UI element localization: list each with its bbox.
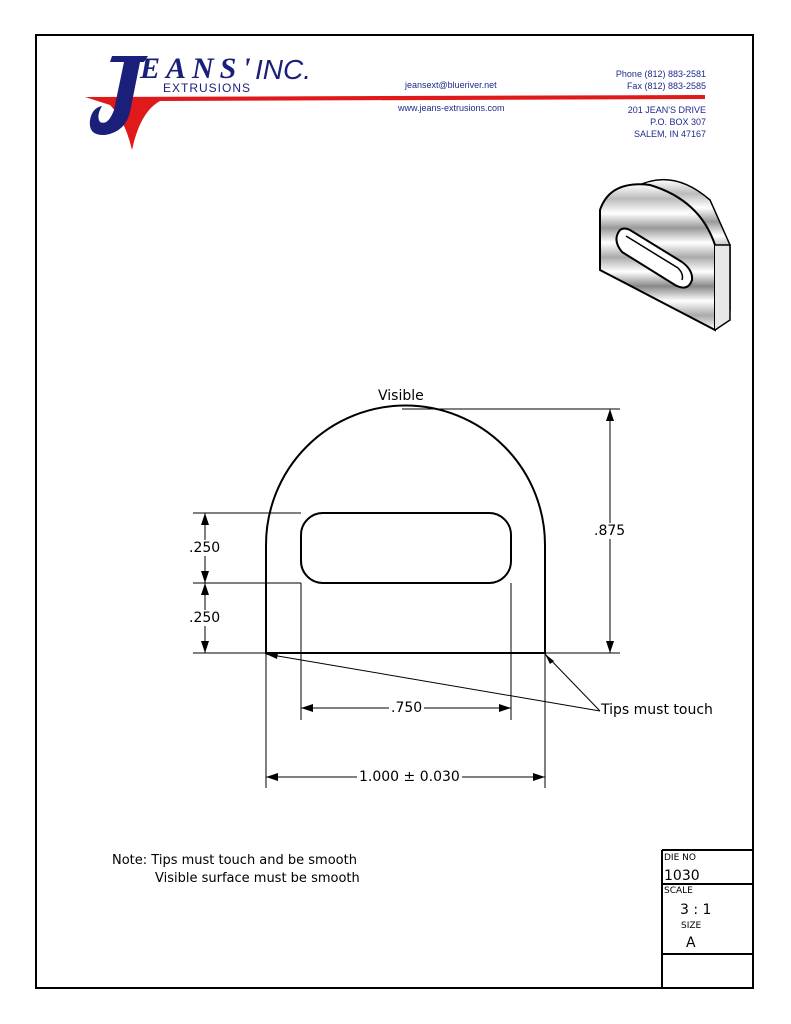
arrow-tips-left	[266, 653, 278, 659]
address-line1: 201 JEAN'S DRIVE	[627, 105, 706, 115]
leader-tips-right	[544, 653, 601, 712]
company-logo	[85, 56, 705, 150]
leader-tips-left	[265, 653, 601, 712]
logo-j-letter	[89, 56, 148, 136]
note-line2: Visible surface must be smooth	[155, 871, 360, 886]
arrow-height-bottom	[606, 641, 614, 653]
brand-name: EANS'	[140, 52, 257, 85]
arrow-slot-width-left	[301, 704, 313, 712]
address-line2: P.O. BOX 307	[650, 117, 706, 127]
note-line1: Note: Tips must touch and be smooth	[112, 853, 357, 868]
size-value: A	[686, 935, 696, 951]
address-line3: SALEM, IN 47167	[633, 129, 706, 139]
drawing-note: Note: Tips must touch and be smooth Visi…	[112, 852, 360, 888]
email-address[interactable]: jeansext@blueriver.net	[405, 80, 497, 90]
arrow-width-left	[266, 773, 278, 781]
size-label: SIZE	[681, 921, 702, 931]
arrow-height-top	[606, 409, 614, 421]
arrow-slot-width-right	[499, 704, 511, 712]
die-no-label: DIE NO	[664, 853, 696, 863]
tips-label: Tips must touch	[601, 702, 713, 718]
dim-slot-height-label: .250	[189, 540, 221, 556]
scale-value: 3 : 1	[680, 902, 712, 918]
dim-slot-width-label: .750	[389, 700, 425, 716]
arrow-slot-offset-bottom	[201, 641, 209, 653]
mailing-address: 201 JEAN'S DRIVE P.O. BOX 307 SALEM, IN …	[560, 104, 706, 140]
iso-slot	[615, 227, 694, 289]
drawing-border	[35, 34, 754, 989]
arrow-slot-offset-top	[201, 583, 209, 595]
iso-slot-inner	[625, 235, 684, 281]
dim-slot-offset-label: .250	[189, 610, 221, 626]
logo-red-swoosh	[85, 95, 705, 150]
visible-label: Visible	[378, 388, 424, 404]
dim-width-label: 1.000 ± 0.030	[357, 769, 462, 785]
dim-height-label: .875	[594, 523, 626, 539]
isometric-view	[599, 178, 731, 332]
fax-number: Fax (812) 883-2585	[626, 81, 706, 91]
iso-top-edge	[714, 244, 731, 331]
website-link[interactable]: www.jeans-extrusions.com	[398, 103, 505, 113]
arrow-slot-height-top	[201, 513, 209, 525]
die-no-value: 1030	[664, 868, 700, 884]
profile-outline	[265, 404, 546, 654]
arrow-slot-height-bottom	[201, 571, 209, 583]
brand-inc: INC.	[255, 54, 311, 85]
contact-numbers: Phone (812) 883-2581 Fax (812) 883-2585	[560, 68, 706, 92]
arrow-tips-right	[545, 654, 554, 664]
arrow-width-right	[533, 773, 545, 781]
phone-number: Phone (812) 883-2581	[615, 69, 706, 79]
brand-subtitle: EXTRUSIONS	[163, 81, 252, 95]
scale-label: SCALE	[664, 886, 693, 896]
profile-slot	[300, 512, 512, 584]
